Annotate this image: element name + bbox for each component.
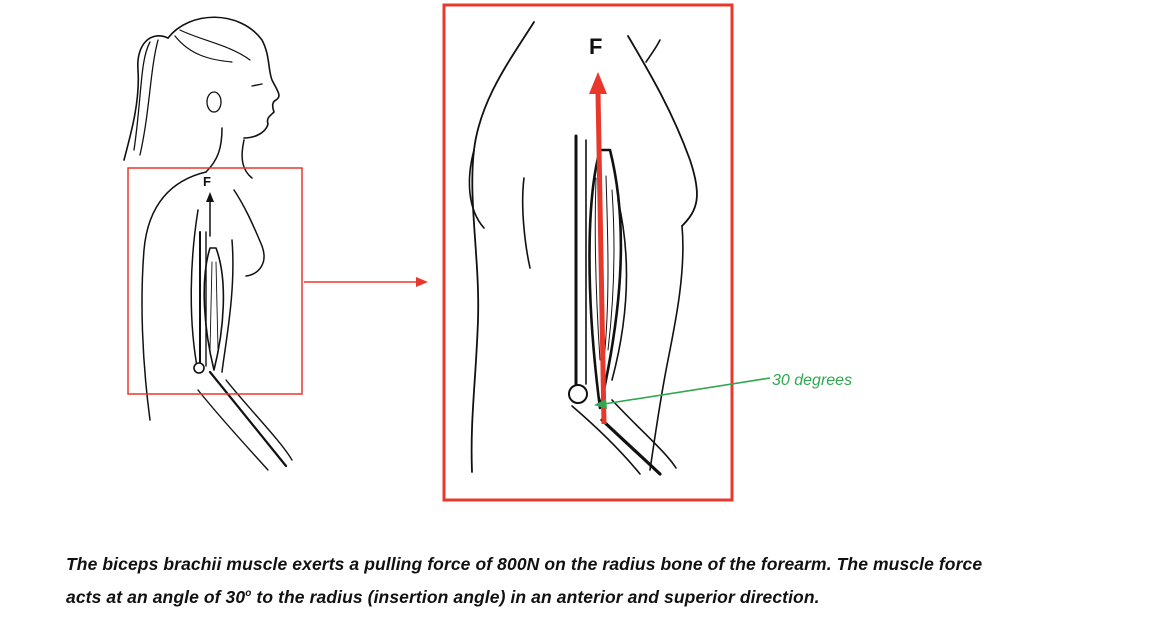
forearm-large [600,418,662,476]
eye [251,83,263,87]
caption-line-1: The biceps brachii muscle exerts a pulli… [66,554,983,574]
biceps-force-diagram: F F [123,3,852,502]
ponytail [123,35,169,161]
biceps-small [203,247,225,371]
caption-line-2: acts at an angle of 30o to the radius (i… [66,581,1156,614]
caption-line-2-after: to the radius (insertion angle) in an an… [251,587,820,607]
chest-outline [233,189,265,277]
force-arrow-large [589,72,607,425]
head [167,16,280,139]
degree-superscript: o [245,588,252,600]
zoom-connector-arrow [304,277,428,287]
ear [206,91,222,113]
angle-label: 30 degrees [772,372,852,389]
elbow-joint-large [568,384,588,404]
force-label-small: F [203,174,211,189]
zoomed-arm-back-outline [470,21,535,473]
problem-caption: The biceps brachii muscle exerts a pulli… [66,548,1156,614]
zoomed-chest-outline [627,35,698,227]
neck [205,127,223,173]
caption-line-2-before: acts at an angle of 30 [66,587,246,607]
zoomed-view-frame [442,3,734,502]
force-label-large: F [589,34,602,59]
arm-outline-front [221,239,234,373]
arm-outline-back [190,209,199,373]
biceps-large [588,148,623,410]
back-outline [141,171,207,421]
angle-pointer [594,377,771,409]
girl-figure [123,16,293,471]
forearm-small [208,370,288,468]
elbow-joint-small [193,362,205,374]
highlight-box-small [127,167,303,395]
zoomed-arm [468,21,698,476]
